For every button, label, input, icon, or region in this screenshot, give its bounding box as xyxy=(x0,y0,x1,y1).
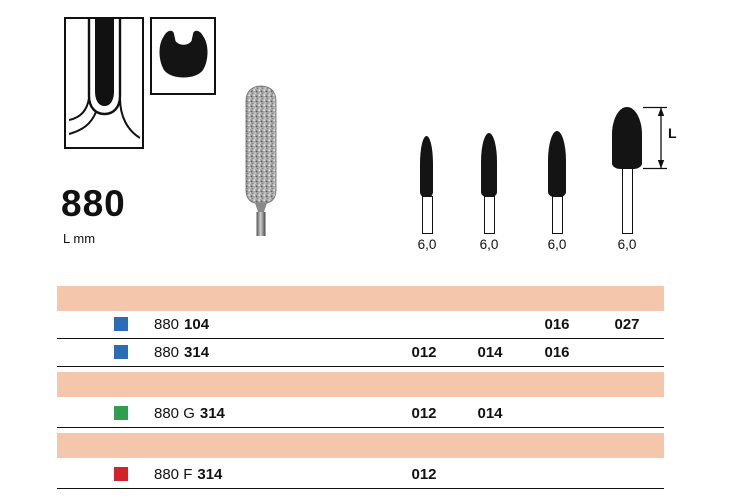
grit-color-swatch xyxy=(114,345,128,359)
table-band xyxy=(57,372,664,397)
bur-silhouette-014 xyxy=(481,133,497,197)
bur-side-section-drawing xyxy=(64,17,144,149)
length-value: 6,0 xyxy=(479,237,499,252)
bur-silhouette-027 xyxy=(612,107,642,169)
grit-color-swatch xyxy=(114,406,128,420)
figure-number: 880 xyxy=(61,183,126,224)
size-value: 012 xyxy=(411,466,437,483)
size-value: 016 xyxy=(544,344,570,361)
size-value: 016 xyxy=(544,316,570,333)
size-value: 012 xyxy=(411,344,437,361)
length-dimension-arrow xyxy=(643,106,667,170)
size-value: 027 xyxy=(614,316,640,333)
side-section-illustration xyxy=(68,19,140,139)
size-value: 012 xyxy=(411,405,437,422)
grit-color-swatch xyxy=(114,317,128,331)
bur-shank xyxy=(622,168,633,234)
size-value: 014 xyxy=(477,344,503,361)
length-value: 6,0 xyxy=(547,237,567,252)
bur-shank xyxy=(484,196,495,234)
dimension-label: L xyxy=(668,125,677,141)
bur-silhouette-016 xyxy=(548,131,566,197)
length-value: 6,0 xyxy=(617,237,637,252)
table-band xyxy=(57,433,664,458)
length-value: 6,0 xyxy=(417,237,437,252)
diamond-bur-photo xyxy=(245,85,277,236)
size-value: 014 xyxy=(477,405,503,422)
grit-color-swatch xyxy=(114,467,128,481)
bur-head-section-drawing xyxy=(150,17,216,95)
bur-shank xyxy=(552,196,563,234)
bur-silhouette-012 xyxy=(420,136,433,197)
bur-shank xyxy=(422,196,433,234)
length-unit-label: L mm xyxy=(63,231,96,246)
head-section-illustration xyxy=(159,30,207,78)
table-band xyxy=(57,286,664,311)
